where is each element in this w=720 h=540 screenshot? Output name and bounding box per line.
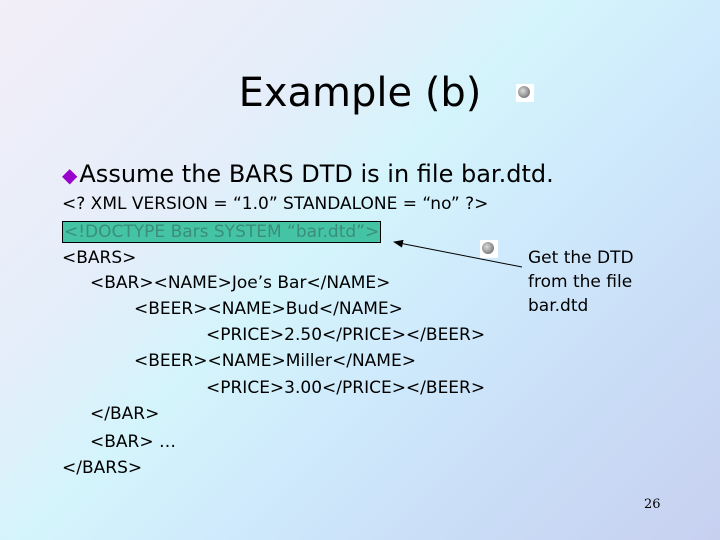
speaker-icon[interactable] [480, 240, 498, 258]
slide-title: Example (b) [238, 70, 482, 116]
code-line: </BAR> [90, 404, 160, 424]
code-line: <PRICE>3.00</PRICE></BEER> [206, 378, 486, 398]
code-line: <BEER><NAME>Bud</NAME> [134, 299, 403, 319]
code-line: <? XML VERSION = “1.0” STANDALONE = “no”… [62, 194, 489, 214]
code-line: <BEER><NAME>Miller</NAME> [134, 351, 416, 371]
diamond-bullet-icon: ◆ [62, 163, 78, 187]
bullet-item: ◆Assume the BARS DTD is in file bar.dtd. [62, 160, 554, 188]
doctype-highlight: <!DOCTYPE Bars SYSTEM “bar.dtd”> [62, 221, 382, 243]
annotation-note: Get the DTD from the file bar.dtd [528, 248, 634, 316]
code-line: <BARS> [62, 248, 137, 268]
code-line: <PRICE>2.50</PRICE></BEER> [206, 325, 486, 345]
page-number: 26 [644, 497, 661, 512]
code-line: <BAR><NAME>Joe’s Bar</NAME> [90, 273, 391, 293]
arrow-line [393, 239, 523, 268]
bullet-text: Assume the BARS DTD is in file bar.dtd. [79, 160, 554, 188]
code-line: </BARS> [62, 458, 143, 478]
code-line-doctype: <!DOCTYPE Bars SYSTEM “bar.dtd”> [62, 221, 382, 243]
code-line: <BAR> … [90, 432, 176, 452]
speaker-icon[interactable] [516, 84, 534, 102]
